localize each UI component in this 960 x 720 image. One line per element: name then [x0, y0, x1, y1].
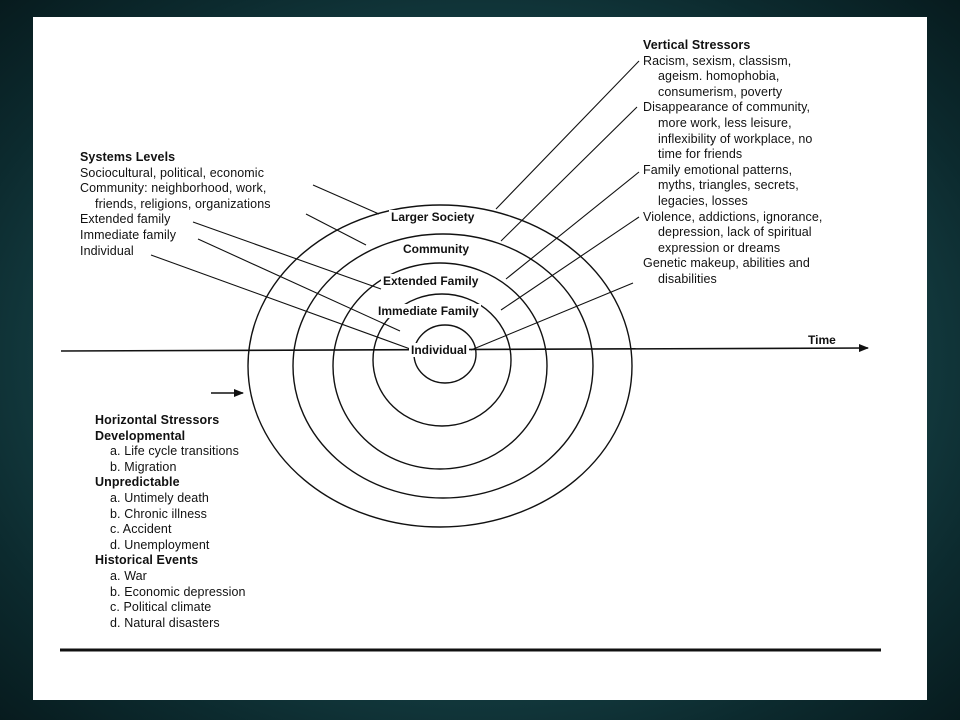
list-item: inflexibility of workplace, no [658, 131, 813, 146]
list-item: Violence, addictions, ignorance, [643, 209, 823, 224]
list-item: Sociocultural, political, economic [80, 165, 265, 180]
list-item: Unpredictable [95, 475, 180, 490]
list-item: expression or dreams [658, 240, 781, 255]
list-item: Individual [80, 243, 134, 258]
list-item: time for friends [658, 147, 743, 162]
ring-label-community: Community [401, 242, 471, 256]
time-label: Time [806, 333, 838, 347]
systems-levels-block: Systems Levels Sociocultural, political,… [80, 150, 271, 259]
ring-immediate-family [372, 293, 512, 427]
slide-canvas: Vertical Stressors Racism, sexism, class… [33, 17, 927, 700]
list-item: c. Political climate [110, 600, 212, 615]
vertical-stressors-leaders [470, 60, 640, 351]
list-item: Extended family [80, 212, 171, 227]
list-item: d. Natural disasters [110, 615, 220, 630]
list-item: consumerism, poverty [658, 84, 783, 99]
list-item: b. Migration [110, 459, 177, 474]
list-item: b. Economic depression [110, 584, 246, 599]
list-item: d. Unemployment [110, 537, 210, 552]
list-item: legacies, losses [658, 193, 748, 208]
list-item: a. Life cycle transitions [110, 444, 239, 459]
horizontal-stressors-block: Horizontal Stressors Developmental a. Li… [95, 413, 246, 631]
list-item: more work, less leisure, [658, 115, 792, 130]
list-item: a. Untimely death [110, 490, 209, 505]
vertical-stressors-list: Racism, sexism, classism, ageism. homoph… [643, 54, 822, 288]
list-item: myths, triangles, secrets, [658, 178, 799, 193]
ring-label-immediate-family: Immediate Family [376, 304, 481, 318]
ring-label-larger-society: Larger Society [389, 210, 477, 224]
list-item: Immediate family [80, 227, 177, 242]
systems-levels-title: Systems Levels [80, 150, 176, 164]
list-item: c. Accident [110, 522, 172, 537]
list-item: Racism, sexism, classism, [643, 53, 792, 68]
diagram-graphics [60, 60, 881, 652]
ring-extended-family [332, 262, 548, 470]
vertical-stressors-title: Vertical Stressors [643, 38, 751, 52]
list-item: a. War [110, 568, 147, 583]
ring-label-individual: Individual [409, 343, 470, 357]
ring-label-extended-family: Extended Family [381, 274, 481, 288]
list-item: Developmental [95, 428, 186, 443]
list-item: Historical Events [95, 553, 199, 568]
list-item: ageism. homophobia, [658, 69, 780, 84]
systems-levels-list: Sociocultural, political, economic Commu… [80, 166, 271, 260]
list-item: disabilities [658, 271, 717, 286]
list-item: Community: neighborhood, work, [80, 181, 267, 196]
ring-community [292, 233, 594, 499]
vertical-stressors-block: Vertical Stressors Racism, sexism, class… [643, 38, 822, 288]
list-item: Family emotional patterns, [643, 162, 793, 177]
list-item: depression, lack of spiritual [658, 225, 812, 240]
list-item: b. Chronic illness [110, 506, 207, 521]
systems-levels-leaders [150, 184, 414, 351]
ring-larger-society [247, 204, 633, 528]
list-item: Horizontal Stressors [95, 413, 220, 427]
list-item: Disappearance of community, [643, 100, 811, 115]
list-item: friends, religions, organizations [95, 196, 271, 211]
list-item: Genetic makeup, abilities and [643, 256, 810, 271]
